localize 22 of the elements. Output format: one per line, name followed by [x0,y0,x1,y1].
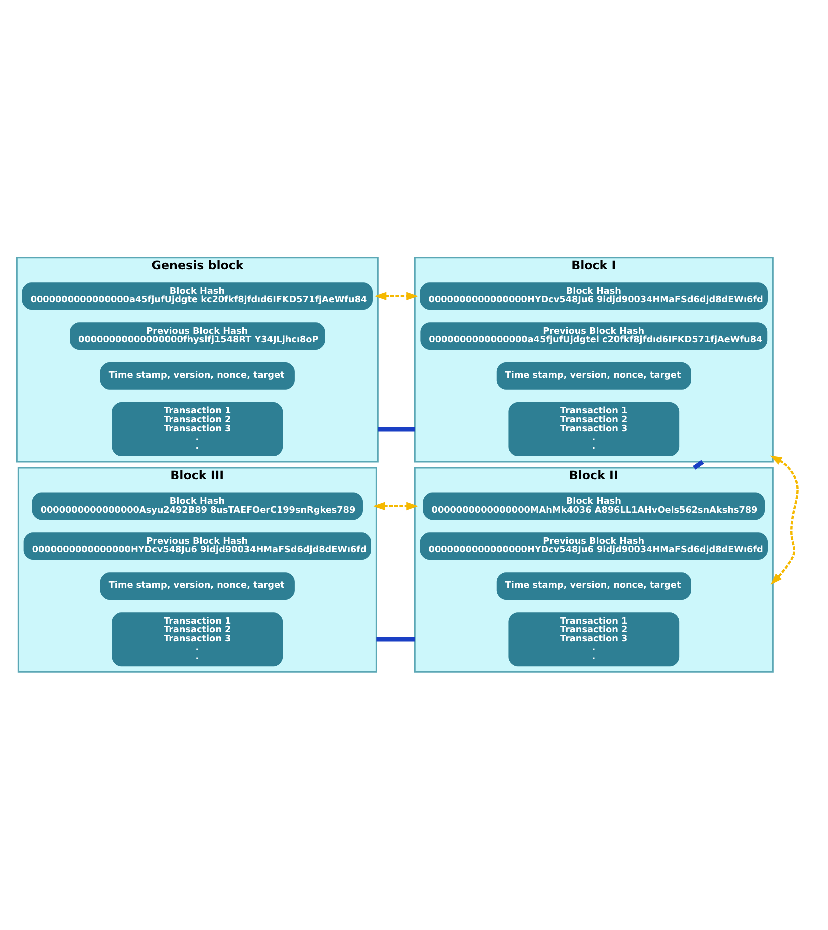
node-box: Time stamp, version, nonce, target [496,572,692,600]
node-box: Time stamp, version, nonce, target [496,362,692,390]
node-box: Block Hash 0000000000000000HYDcv548Ju6 9idjd90034HMaFSd6djd8dEWı6fd [420,282,768,310]
node-box: Block Hash 0000000000000000MAhMk4036 A896LL1AHvOels562snAkshs789 [423,492,766,520]
node-box: Previous Block Hash 0000000000000000HYDcv548Ju6 9idjd90034HMaFSd6djd8dEWı6fd [420,532,768,560]
connector [693,460,704,470]
node-box: Previous Block Hash 00000000000000000fhyslfj1548RT Y34JLjhcı8oP [70,322,326,350]
arrow [374,292,418,300]
node-box: Transaction 1 Transaction 2 Transaction 3 . . [508,402,680,456]
connector [378,427,416,432]
node-box: Time stamp, version, nonce, target [100,572,295,600]
node-box: Time stamp, version, nonce, target [100,362,295,390]
node-box: Block Hash 0000000000000000Asyu2492B89 8usTAEFOerC199snRgkes789 [32,492,363,520]
arrow [373,502,418,511]
arrow [770,456,799,585]
node-box: Previous Block Hash 0000000000000000HYDcv548Ju6 9idjd90034HMaFSd6djd8dEWı6fd [24,532,372,560]
node-box: Transaction 1 Transaction 2 Transaction 3 . . [112,402,284,456]
node-box: Transaction 1 Transaction 2 Transaction 3 . . [112,612,284,667]
node-box: Transaction 1 Transaction 2 Transaction 3 . . [508,612,680,667]
connector [376,637,416,642]
node-box: Previous Block Hash 0000000000000000a45fjufUjdgtel c20fkf8jfdıd6IFKD571fjAeWfu84 [420,322,768,350]
node-box: Block Hash 0000000000000000a45fjufUjdgte kc20fkf8jfdıd6IFKD571fjAeWfu84 [22,282,373,310]
